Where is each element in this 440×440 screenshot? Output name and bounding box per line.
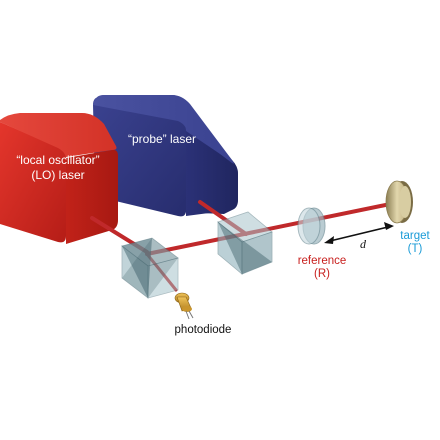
lo-laser-label-line1: “local oscillator” bbox=[16, 153, 99, 167]
target-abbr-label: (T) bbox=[408, 243, 423, 255]
distance-arrow bbox=[324, 222, 394, 244]
target-optic bbox=[385, 180, 413, 224]
distance-label: d bbox=[360, 237, 367, 251]
reference-label: reference bbox=[298, 255, 347, 267]
reference-abbr-label: (R) bbox=[314, 268, 330, 280]
lo-laser-box bbox=[0, 113, 118, 244]
probe-beam-splitter bbox=[217, 211, 273, 275]
lo-beam-splitter bbox=[121, 237, 179, 299]
target-label: target bbox=[400, 230, 430, 242]
probe-laser-label: “probe” laser bbox=[128, 132, 196, 146]
lo-laser-label-line2: (LO) laser bbox=[31, 168, 84, 182]
photodiode-label: photodiode bbox=[175, 324, 232, 336]
main-beam bbox=[145, 200, 402, 256]
photodiode-component bbox=[174, 292, 194, 320]
reference-optic bbox=[297, 207, 326, 245]
